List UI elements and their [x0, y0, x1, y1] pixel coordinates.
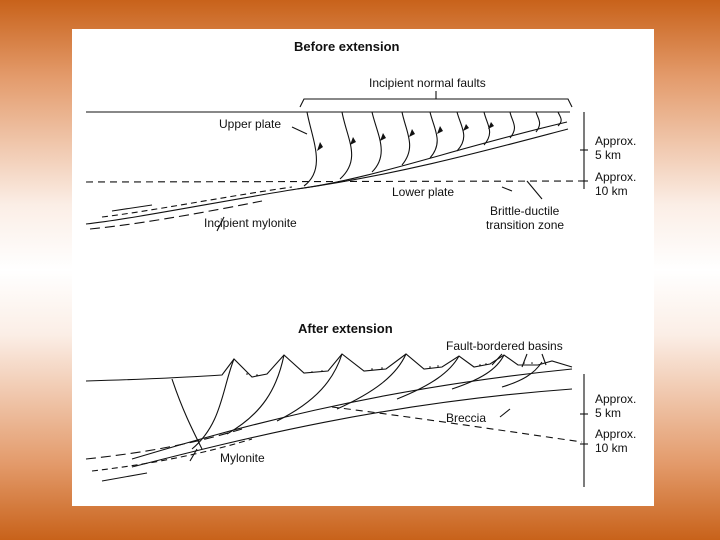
top-depth10-label-1: Approx.	[595, 170, 637, 184]
incipient-normal-faults	[303, 111, 562, 187]
diagram-panel: Before extension Incipient normal faults…	[72, 29, 654, 506]
incipient-mylonite-streaks	[85, 186, 298, 230]
top-transition-dash	[85, 180, 583, 183]
lower-plate-label: Lower plate	[392, 185, 455, 199]
basin-stipple	[246, 362, 533, 376]
bottom-depth5-label-1: Approx.	[595, 392, 637, 406]
faults-bracket	[299, 98, 573, 108]
bottom-depth10-label-2: 10 km	[595, 441, 628, 455]
upper-plate-leader	[291, 126, 308, 135]
breccia-leader	[499, 408, 511, 418]
bottom-transition-dash	[331, 406, 583, 443]
incipient-faults-label: Incipient normal faults	[369, 76, 486, 90]
basin-leader-1	[491, 353, 503, 366]
transition-label-1: Brittle-ductile	[490, 204, 560, 218]
bottom-surface	[85, 353, 573, 382]
bottom-detachment	[131, 368, 573, 460]
after-extension-title: After extension	[298, 321, 393, 336]
before-extension-title: Before extension	[294, 39, 400, 54]
fault-arrows	[317, 122, 494, 151]
bottom-depth5-label-2: 5 km	[595, 406, 622, 420]
transition-leader	[526, 180, 543, 200]
basin-leader-2	[521, 353, 528, 368]
bottom-mylonite-leader	[189, 448, 198, 462]
mylonite-streaks	[85, 428, 253, 482]
bottom-detachment-lower	[131, 388, 573, 468]
top-depth5-label-1: Approx.	[595, 134, 637, 148]
basin-leader-3	[541, 353, 547, 366]
upper-plate-label: Upper plate	[219, 117, 282, 131]
top-detachment-lower	[296, 128, 569, 190]
top-depth5-label-2: 5 km	[595, 148, 622, 162]
extension-diagram	[85, 91, 588, 487]
top-depth10-label-2: 10 km	[595, 184, 628, 198]
bottom-depth10-label-1: Approx.	[595, 427, 637, 441]
tilted-fault-blocks	[171, 353, 543, 450]
transition-label-2: transition zone	[486, 218, 565, 232]
mylonite-label: Mylonite	[220, 451, 265, 465]
lower-plate-leader	[501, 186, 513, 192]
breccia-label: Breccia	[446, 411, 487, 425]
incipient-mylonite-label: Incipient mylonite	[204, 216, 297, 230]
basins-label: Fault-bordered basins	[446, 339, 563, 353]
mylonite-leader	[216, 216, 225, 232]
